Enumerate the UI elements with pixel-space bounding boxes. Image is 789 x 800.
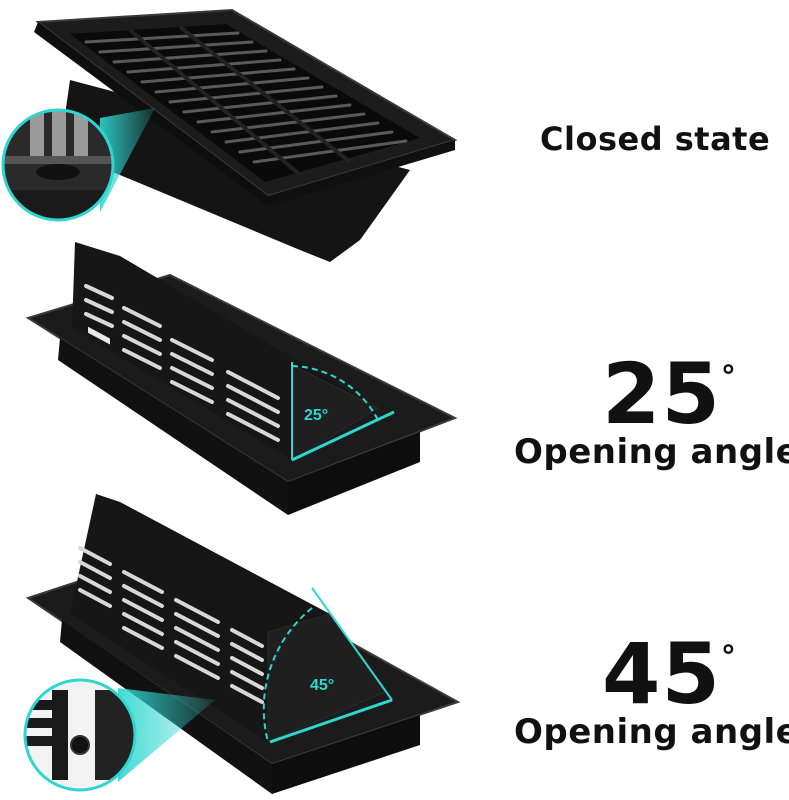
angle-25-number: 25 <box>602 345 721 443</box>
closed-vent <box>1 8 458 262</box>
vent-25-degrees <box>25 242 458 515</box>
vent-45-degrees <box>23 494 461 794</box>
angle-badge-25: 25° <box>304 407 328 424</box>
zoom-detail-hinge <box>23 678 137 792</box>
closed-state-label: Closed state <box>540 120 771 158</box>
angle-45-label: Opening angle <box>514 712 789 752</box>
angle-45-number: 45 <box>602 625 721 723</box>
angle-25-value: 25° <box>602 352 737 436</box>
zoom-detail-closed <box>1 108 115 222</box>
angle-25-degree-symbol: ° <box>720 360 737 395</box>
angle-25-label: Opening angle <box>514 432 789 472</box>
angle-45-degree-symbol: ° <box>720 640 737 675</box>
angle-45-value: 45° <box>602 632 737 716</box>
angle-badge-45: 45° <box>310 677 334 694</box>
